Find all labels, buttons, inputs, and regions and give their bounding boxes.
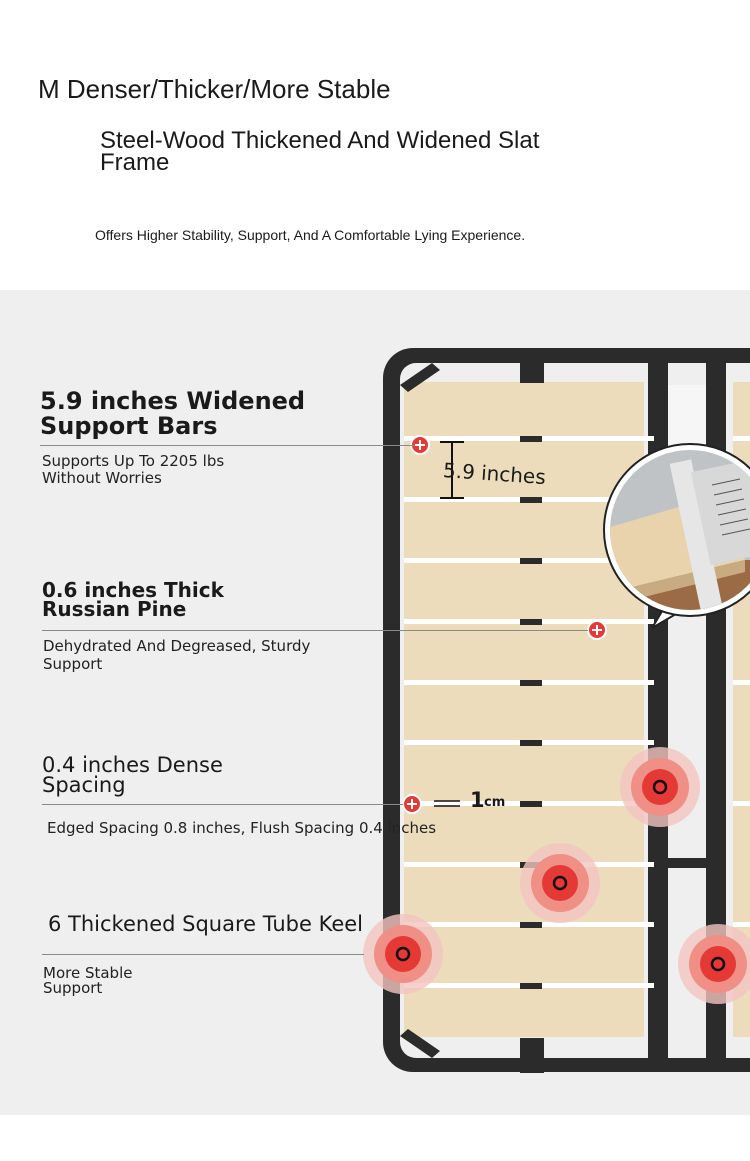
gap-measure-value: 1 <box>470 788 485 812</box>
feature-title-dense-spacing: 0.4 inches Dense Spacing <box>42 753 223 797</box>
pulse-marker-4 <box>678 924 750 1004</box>
page-title: Steel-Wood Thickened And Widened Slat Fr… <box>100 127 540 176</box>
width-measure-icon <box>440 441 464 499</box>
cross-keel <box>668 858 706 868</box>
page-subtitle: Offers Higher Stability, Support, And A … <box>95 227 526 243</box>
caliper-zoom-callout <box>603 443 750 629</box>
pulse-marker-3 <box>363 914 443 994</box>
pulse-marker-1 <box>620 747 700 827</box>
footer-spacer <box>0 1115 750 1161</box>
bed-frame-illustration <box>363 348 750 1073</box>
gap-measure-icon <box>434 800 460 807</box>
feature-desc-dense-spacing: Edged Spacing 0.8 inches, Flush Spacing … <box>47 819 437 837</box>
feature-desc-square-tube-keel: More Stable Support <box>43 964 133 997</box>
leader-line-3 <box>42 804 403 805</box>
feature-desc-widened-bars: Supports Up To 2205 lbs Without Worries <box>42 452 225 487</box>
header-section: M Denser/Thicker/More Stable Steel-Wood … <box>0 0 750 290</box>
feature-desc-russian-pine: Dehydrated And Degreased, Sturdy Support <box>43 637 311 673</box>
gap-measure-unit: cm <box>484 795 506 810</box>
plus-marker-2 <box>587 620 607 640</box>
pulse-marker-2 <box>520 843 600 923</box>
leader-line-2 <box>42 630 588 631</box>
feature-panel: 5.9 inches 1 cm 5.9 inches Widened Suppo… <box>0 290 750 1115</box>
feature-title-russian-pine: 0.6 inches Thick Russian Pine <box>42 578 224 621</box>
leader-line-4 <box>42 954 364 955</box>
feature-title-square-tube-keel: 6 Thickened Square Tube Keel <box>48 912 363 936</box>
tagline: M Denser/Thicker/More Stable <box>38 74 391 104</box>
feature-title-widened-bars: 5.9 inches Widened Support Bars <box>40 387 306 440</box>
leader-line-1 <box>40 445 415 446</box>
plus-marker-3 <box>402 794 422 814</box>
